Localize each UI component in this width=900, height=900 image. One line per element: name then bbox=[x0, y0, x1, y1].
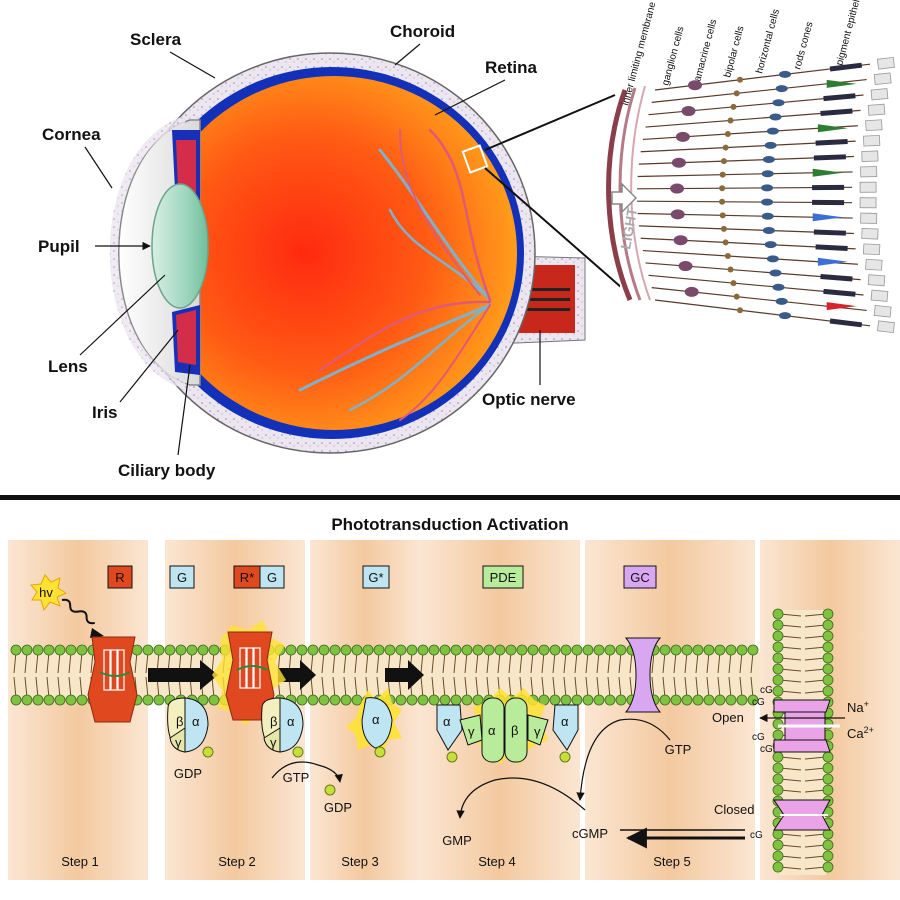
retina-inset: LIGHT inner limiting membrane ganglion c… bbox=[606, 0, 895, 360]
transducin-step1: β α γ GDP bbox=[167, 697, 214, 781]
svg-text:α: α bbox=[287, 714, 295, 729]
retina-sample-box bbox=[461, 144, 489, 174]
box-g2: G bbox=[267, 570, 277, 585]
cgmp-pathway: GMP cGMP bbox=[442, 777, 745, 849]
svg-text:γ: γ bbox=[270, 735, 277, 750]
svg-text:α: α bbox=[443, 714, 451, 729]
svg-text:α: α bbox=[372, 712, 380, 727]
svg-text:hv: hv bbox=[39, 585, 53, 600]
svg-text:cG: cG bbox=[752, 732, 765, 743]
zoom-line-top bbox=[484, 94, 616, 151]
label-cornea: Cornea bbox=[42, 125, 101, 144]
closed-label: Closed bbox=[714, 802, 754, 817]
label-optic-nerve: Optic nerve bbox=[482, 390, 576, 409]
svg-text:α: α bbox=[488, 723, 496, 738]
svg-text:α: α bbox=[561, 714, 569, 729]
iris bbox=[172, 130, 200, 375]
rhodopsin-step1 bbox=[87, 636, 138, 723]
gtp-label-2: GTP bbox=[665, 742, 692, 757]
inner-limiting-membrane bbox=[606, 89, 633, 301]
g-alpha-active: α bbox=[346, 688, 402, 758]
svg-text:γ: γ bbox=[175, 735, 182, 750]
svg-text:cG: cG bbox=[760, 685, 773, 696]
box-r: R bbox=[115, 570, 124, 585]
flow-arrows bbox=[148, 660, 424, 690]
svg-text:ganglion cells: ganglion cells bbox=[660, 25, 686, 86]
box-g: G bbox=[177, 570, 187, 585]
svg-text:α: α bbox=[192, 714, 200, 729]
gdp-label-1: GDP bbox=[174, 766, 202, 781]
svg-text:cG: cG bbox=[760, 744, 773, 755]
box-gstar: G* bbox=[368, 570, 383, 585]
cng-channel-closed: Closed cG bbox=[714, 799, 831, 841]
label-sclera: Sclera bbox=[130, 30, 182, 49]
light-arrow-icon bbox=[611, 182, 638, 214]
light-label: LIGHT bbox=[617, 206, 640, 251]
step-labels: Step 1 Step 2 Step 3 Step 4 Step 5 bbox=[61, 854, 691, 869]
gmp-label: GMP bbox=[442, 833, 472, 848]
lens bbox=[151, 183, 209, 309]
step-3-label: Step 3 bbox=[341, 854, 379, 869]
cng-channel-open: Open Na+ Ca2+ cG cG cG cG bbox=[712, 685, 874, 755]
step-4-label: Step 4 bbox=[478, 854, 516, 869]
gdp-label-2: GDP bbox=[324, 800, 352, 815]
na-label: Na+ bbox=[847, 699, 869, 715]
cgmp-label: cGMP bbox=[572, 826, 608, 841]
box-rstar: R* bbox=[240, 570, 254, 585]
gtp-label-1: GTP bbox=[283, 770, 310, 785]
open-label: Open bbox=[712, 710, 744, 725]
svg-text:cG: cG bbox=[750, 830, 763, 841]
zoom-line-bottom bbox=[484, 167, 631, 296]
svg-text:β: β bbox=[511, 723, 518, 738]
step-5-label: Step 5 bbox=[653, 854, 691, 869]
retina bbox=[151, 76, 517, 430]
label-retina: Retina bbox=[485, 58, 538, 77]
eye-anatomy: Sclera Choroid Retina Cornea Pupil Lens … bbox=[38, 22, 631, 480]
svg-text:cG: cG bbox=[752, 697, 765, 708]
box-pde: PDE bbox=[490, 570, 517, 585]
pde-complex: α γ α β γ α bbox=[436, 688, 579, 765]
phototransduction-title: Phototransduction Activation bbox=[331, 515, 568, 534]
photon-hv: hv bbox=[29, 574, 104, 638]
phototransduction: Phototransduction Activation R G R* G G*… bbox=[0, 505, 900, 900]
label-iris: Iris bbox=[92, 403, 118, 422]
step-1-label: Step 1 bbox=[61, 854, 99, 869]
label-choroid: Choroid bbox=[390, 22, 455, 41]
label-pupil: Pupil bbox=[38, 237, 80, 256]
svg-text:β: β bbox=[270, 714, 277, 729]
step-2-label: Step 2 bbox=[218, 854, 256, 869]
section-divider bbox=[0, 495, 900, 500]
guanylyl-cyclase: GTP bbox=[576, 637, 692, 801]
transducin-step2: β α γ GTP GDP bbox=[261, 697, 352, 815]
blood-vessels bbox=[298, 128, 492, 421]
legend-boxes: R G R* G G* PDE GC bbox=[107, 565, 657, 589]
ca-label: Ca2+ bbox=[847, 725, 874, 741]
svg-text:γ: γ bbox=[534, 724, 541, 739]
svg-text:γ: γ bbox=[468, 724, 475, 739]
retina-cells bbox=[637, 56, 895, 334]
rhodopsin-activated bbox=[212, 620, 286, 725]
label-lens: Lens bbox=[48, 357, 88, 376]
box-gc: GC bbox=[630, 570, 650, 585]
label-ciliary-body: Ciliary body bbox=[118, 461, 216, 480]
svg-text:β: β bbox=[176, 714, 183, 729]
